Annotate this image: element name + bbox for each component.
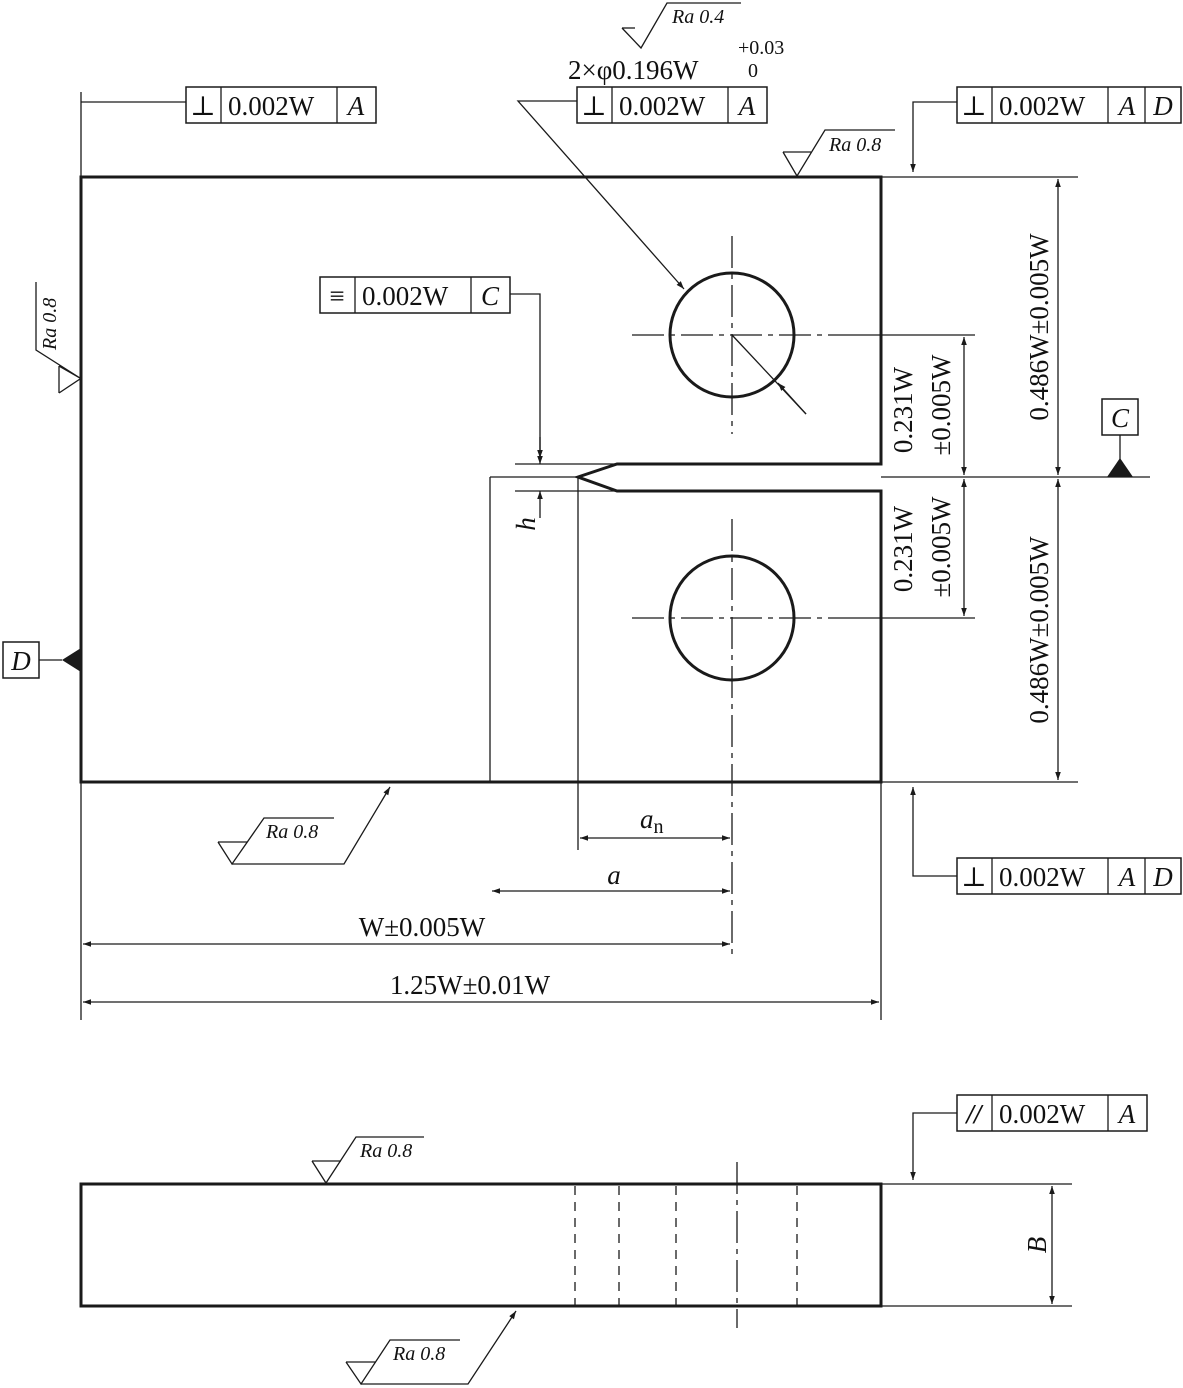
- hole-callout: 2×φ0.196W +0.03 0: [516, 37, 807, 415]
- roughness-side-top: Ra 0.8: [311, 1136, 424, 1185]
- dim-thickness-B: B: [1022, 1186, 1055, 1304]
- dim-a-n-subscript: n: [654, 816, 664, 838]
- dim-hole-offset-bottom-line1: 0.231W: [888, 505, 918, 592]
- fcf-hole-datum-1: A: [737, 91, 756, 121]
- dim-hole-offset-top: 0.231W ±0.005W: [888, 337, 967, 475]
- roughness-bottom-edge-text: Ra 0.8: [265, 821, 318, 843]
- svg-text:Ra 0.4: Ra 0.4: [671, 6, 724, 28]
- svg-text:2×φ0.196W: 2×φ0.196W: [568, 55, 699, 85]
- front-view: [79, 175, 883, 958]
- dim-overall-width: 1.25W±0.01W: [83, 970, 879, 1005]
- dim-half-height-top: 0.486W±0.005W: [1024, 179, 1061, 475]
- fcf-right-top-datum-1: A: [1117, 91, 1136, 121]
- hole-callout-upper-tol: +0.03: [738, 37, 784, 59]
- hole-callout-lower-tol: 0: [748, 60, 758, 82]
- dim-a: a: [492, 860, 730, 894]
- fcf-left-top: ⊥ 0.002W A: [81, 86, 377, 124]
- roughness-side-bottom: Ra 0.8: [345, 1310, 517, 1386]
- dim-notch-h-text: h: [511, 517, 541, 531]
- fcf-symmetry-tolerance: 0.002W: [362, 281, 449, 311]
- datum-D: D: [2, 641, 81, 679]
- roughness-left-edge-text: Ra 0.8: [39, 298, 61, 351]
- side-view-outline: [79, 1182, 883, 1308]
- dim-W-text: W±0.005W: [359, 912, 486, 942]
- fcf-right-bottom-tolerance: 0.002W: [999, 862, 1086, 892]
- dim-hole-offset-bottom: 0.231W ±0.005W: [888, 479, 967, 616]
- side-view: [79, 1162, 1072, 1328]
- datum-C: C: [1101, 398, 1139, 477]
- dim-a-text: a: [607, 860, 621, 890]
- fcf-left-top-symbol: ⊥: [190, 91, 215, 121]
- fcf-left-top-tolerance: 0.002W: [228, 91, 315, 121]
- hole-callout-text: 2×φ0.196W: [568, 55, 699, 85]
- fcf-parallel-tolerance: 0.002W: [999, 1099, 1086, 1129]
- datum-C-label: C: [1111, 403, 1130, 433]
- dim-half-height-top-text: 0.486W±0.005W: [1024, 233, 1054, 421]
- svg-text:an: an: [640, 804, 664, 838]
- roughness-top-edge-text: Ra 0.8: [828, 134, 881, 156]
- dim-overall-width-text: 1.25W±0.01W: [390, 970, 551, 1000]
- roughness-top-edge: Ra 0.8: [782, 129, 895, 178]
- fcf-hole: ⊥ 0.002W A: [576, 86, 768, 124]
- fcf-hole-symbol: ⊥: [581, 91, 606, 121]
- fcf-parallel: // 0.002W A: [910, 1094, 1148, 1180]
- fcf-right-top: ⊥ 0.002W A D: [910, 86, 1182, 172]
- dim-a-n: an: [580, 804, 730, 841]
- fcf-parallel-datum-1: A: [1117, 1099, 1136, 1129]
- roughness-left-edge: Ra 0.8: [35, 282, 81, 394]
- fcf-symmetry-symbol: ≡: [329, 281, 344, 311]
- datum-D-label: D: [10, 646, 31, 676]
- dim-half-height-bottom-text: 0.486W±0.005W: [1024, 536, 1054, 724]
- extension-lines: [80, 92, 1150, 1020]
- fcf-symmetry: ≡ 0.002W C: [319, 276, 543, 458]
- fcf-symmetry-datum-1: C: [481, 281, 500, 311]
- dim-thickness-B-text: B: [1022, 1237, 1052, 1254]
- fcf-left-top-datum-1: A: [346, 91, 365, 121]
- fcf-right-top-datum-2: D: [1152, 91, 1173, 121]
- fcf-right-bottom-datum-2: D: [1152, 862, 1173, 892]
- dim-hole-offset-top-line2: ±0.005W: [926, 354, 956, 456]
- dim-notch-h: h: [511, 437, 543, 531]
- fcf-right-bottom-symbol: ⊥: [961, 862, 986, 892]
- dim-hole-offset-bottom-line2: ±0.005W: [926, 496, 956, 598]
- dim-half-height-bottom: 0.486W±0.005W: [1024, 479, 1061, 780]
- dim-hole-offset-top-line1: 0.231W: [888, 366, 918, 453]
- fcf-right-top-symbol: ⊥: [961, 91, 986, 121]
- specimen-outline: [79, 175, 883, 784]
- fcf-right-bottom-datum-1: A: [1117, 862, 1136, 892]
- roughness-hole: Ra 0.4: [621, 2, 741, 50]
- roughness-bottom-edge: Ra 0.8: [217, 786, 391, 866]
- dim-W: W±0.005W: [83, 912, 730, 947]
- fcf-right-top-tolerance: 0.002W: [999, 91, 1086, 121]
- roughness-side-top-text: Ra 0.8: [359, 1140, 412, 1162]
- fcf-right-bottom: ⊥ 0.002W A D: [910, 787, 1182, 895]
- fcf-parallel-symbol: //: [964, 1099, 984, 1129]
- roughness-hole-text: Ra 0.4: [671, 6, 724, 28]
- roughness-side-bottom-text: Ra 0.8: [392, 1343, 445, 1365]
- dim-a-n-text: a: [640, 804, 654, 834]
- fcf-hole-tolerance: 0.002W: [619, 91, 706, 121]
